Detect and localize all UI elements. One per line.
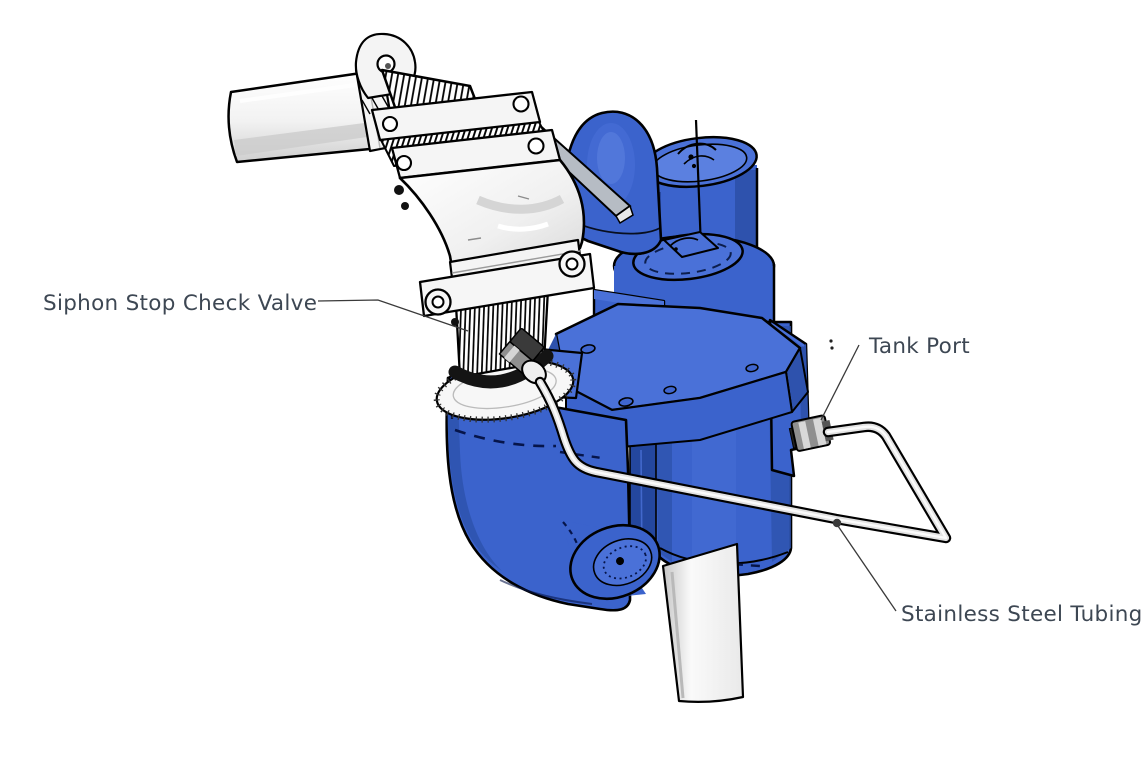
flange-bolt bbox=[401, 202, 409, 210]
tank-port-fitting bbox=[788, 414, 834, 452]
inlet-pipe-assembly bbox=[227, 32, 586, 270]
leader-line-tank-port bbox=[820, 344, 860, 421]
bolt-hole bbox=[580, 344, 596, 354]
valve-clamp bbox=[418, 250, 596, 326]
inlet-pipe bbox=[227, 70, 382, 164]
bolt-hole bbox=[618, 397, 634, 407]
tubing-callout-dot bbox=[832, 518, 842, 528]
drain-boss bbox=[560, 520, 661, 601]
outlet-pipe bbox=[661, 542, 745, 703]
leader-line-tubing bbox=[837, 525, 897, 612]
stray-dot bbox=[829, 339, 833, 343]
bolt-hole bbox=[663, 385, 677, 395]
label-tank-port: Tank Port bbox=[868, 334, 970, 359]
flange-bolt bbox=[394, 185, 404, 195]
flange-bolt-hole bbox=[512, 95, 530, 113]
flange-bolt-hole bbox=[381, 115, 399, 133]
label-stainless-steel-tubing: Stainless Steel Tubing bbox=[901, 602, 1143, 627]
gauge-rod bbox=[694, 119, 703, 249]
clamp-bolt bbox=[451, 318, 459, 326]
bolt-hole bbox=[745, 363, 759, 373]
coupling-flange bbox=[370, 90, 562, 229]
top-wire-detail bbox=[677, 142, 717, 155]
label-siphon-stop-check-valve: Siphon Stop Check Valve bbox=[43, 291, 317, 316]
stray-dot bbox=[830, 346, 834, 350]
flange-bolt-hole bbox=[395, 154, 413, 172]
top-wire-detail bbox=[683, 155, 715, 165]
callouts: Siphon Stop Check Valve Tank Port Stainl… bbox=[43, 291, 1143, 627]
valve-tube-fitting bbox=[498, 327, 547, 385]
leader-line-siphon-valve bbox=[317, 299, 469, 332]
flange-bolt-hole bbox=[527, 137, 545, 155]
clamp-bolt-hole bbox=[431, 295, 445, 309]
siphon-check-valve-assembly bbox=[418, 238, 596, 423]
clamp-bolt-hole bbox=[565, 257, 579, 271]
cap-block bbox=[663, 231, 719, 258]
stainless-steel-tubing bbox=[534, 376, 952, 544]
